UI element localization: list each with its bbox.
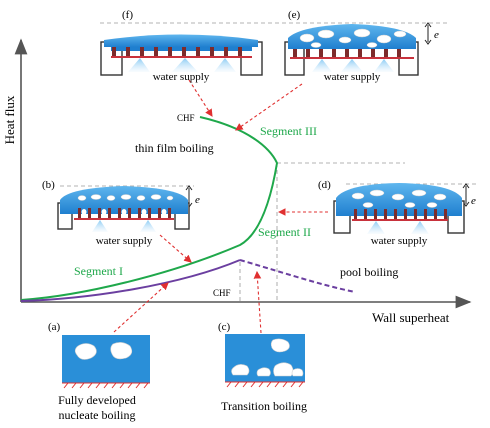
thin-film-boiling-label: thin film boiling	[135, 141, 214, 155]
inset-e-thickness: e	[434, 29, 439, 41]
inset-f-tag: (f)	[122, 9, 133, 21]
pointer-arrows	[113, 79, 328, 334]
pool-boiling-label: pool boiling	[340, 265, 398, 279]
chf-bottom-label: CHF	[213, 288, 231, 298]
inset-e-water-supply: water supply	[324, 71, 381, 83]
inset-a-caption-line1: Fully developed	[58, 393, 136, 407]
segment-1-label: Segment I	[74, 264, 123, 278]
arrow-a	[113, 282, 169, 333]
inset-e-tag: (e)	[288, 9, 301, 21]
green-curve	[20, 116, 279, 301]
arrow-e	[235, 83, 303, 131]
inset-c-caption: Transition boiling	[221, 399, 307, 413]
inset-b-water-supply: water supply	[96, 235, 153, 247]
pool-boiling-curve	[239, 259, 356, 293]
inset-a-tag: (a)	[48, 321, 61, 333]
y-axis-label: Heat flux	[2, 95, 17, 144]
axes: Heat flux Wall superheat	[2, 38, 472, 325]
inset-a: (a) Fully developed nucleate boiling	[48, 321, 150, 422]
purple-curve	[20, 259, 241, 302]
arrow-b	[159, 234, 192, 263]
inset-c-tag: (c)	[218, 321, 231, 333]
inset-f-water-supply: water supply	[153, 71, 210, 83]
inset-f: (f) water supply	[100, 9, 263, 83]
chf-top-label: CHF	[177, 113, 195, 123]
inset-b: (b) e water supply	[42, 179, 200, 247]
inset-d-tag: (d)	[318, 179, 331, 191]
inset-c: (c) Transition boiling	[218, 321, 307, 413]
segment-3-label: Segment III	[260, 124, 317, 138]
inset-d-water-supply: water supply	[371, 235, 428, 247]
inset-b-thickness: e	[195, 194, 200, 206]
x-axis-label: Wall superheat	[372, 310, 450, 325]
inset-e: (e) e water supply	[100, 9, 448, 83]
inset-b-tag: (b)	[42, 179, 55, 191]
inset-d: (d) e water supply	[318, 179, 476, 247]
inset-d-thickness: e	[471, 195, 476, 207]
segment-2-label: Segment II	[258, 225, 311, 239]
arrow-f	[188, 79, 213, 117]
arrow-c	[253, 270, 262, 334]
inset-a-caption-line2: nucleate boiling	[59, 408, 136, 422]
guide-lines	[239, 162, 405, 302]
